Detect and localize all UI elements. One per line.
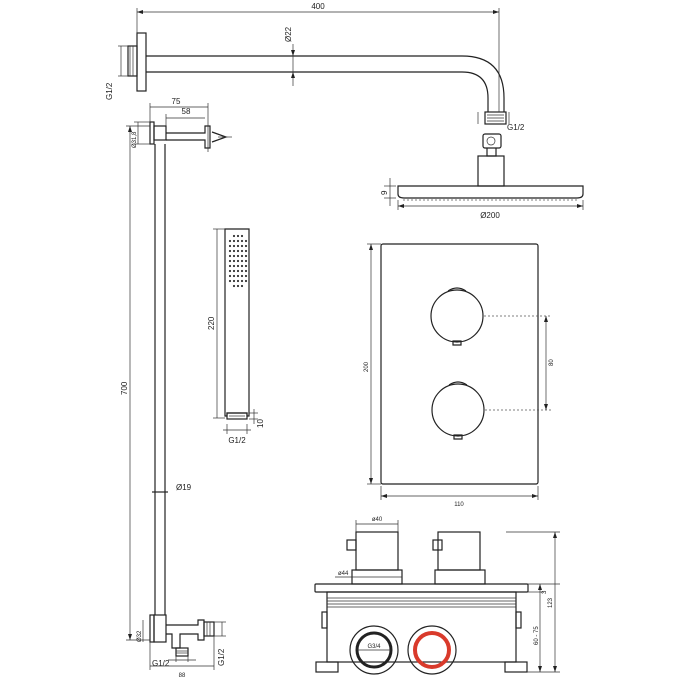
nozzle-dot: [236, 234, 240, 238]
nozzle-dot: [244, 274, 248, 278]
nozzle-dot: [244, 269, 248, 273]
nozzle-dot: [240, 259, 244, 263]
upper-knob: [430, 287, 484, 346]
nozzle-dot: [244, 279, 248, 283]
dim-rail-top-dia: Ø31,8: [132, 131, 138, 148]
nozzle-dot: [244, 264, 248, 268]
swivel-joint: [482, 133, 502, 149]
nozzle-dot: [228, 264, 232, 268]
rain-shower-head: [397, 185, 584, 201]
nozzle-dot: [232, 284, 236, 288]
dim-valve-dia44: ø44: [338, 571, 349, 577]
nozzle-dot: [236, 274, 240, 278]
nozzle-dot: [232, 244, 236, 248]
arm-wall-flange: [136, 32, 147, 92]
dim-plate-height: 200: [364, 361, 370, 372]
dim-valve-inlet: G3/4: [367, 644, 381, 650]
arm-pipe: [146, 55, 505, 112]
nozzle-dot: [240, 284, 244, 288]
dim-bracket-58: 58: [182, 107, 191, 116]
arm-thread-stub: [127, 45, 138, 77]
nozzle-dot: [240, 269, 244, 273]
nozzle-dot: [244, 244, 248, 248]
dim-arm-thread: G1/2: [105, 82, 114, 100]
dim-arm-dia: Ø22: [284, 26, 293, 42]
dim-head-thickness: 9: [380, 190, 389, 195]
lower-knob: [431, 381, 485, 440]
dim-head-dia: Ø200: [480, 211, 500, 220]
dim-knob-spacing: 80: [549, 359, 555, 366]
dim-plate-width: 110: [454, 502, 464, 508]
nozzle-dot: [228, 274, 232, 278]
nozzle-dot: [228, 269, 232, 273]
nozzle-dot: [232, 259, 236, 263]
hand-shower-nozzles: [228, 234, 248, 288]
nozzle-dot: [232, 234, 236, 238]
dim-rail-dia: Ø19: [176, 483, 192, 492]
nozzle-dot: [244, 254, 248, 258]
nozzle-dot: [244, 249, 248, 253]
nozzle-dot: [228, 259, 232, 263]
valve-body: [314, 531, 529, 675]
right-cartridge: [437, 531, 481, 571]
nozzle-dot: [232, 249, 236, 253]
arm-end-thread: [484, 111, 507, 125]
nozzle-dot: [232, 264, 236, 268]
dim-rail-bottom-dia: Ø32: [137, 630, 143, 642]
dim-hand-length: 220: [207, 316, 216, 330]
hand-shower: [224, 228, 250, 420]
slide-rail: [149, 121, 232, 657]
dim-bottom-g12-left: G1/2: [152, 659, 170, 668]
dim-valve-dia40: ø40: [372, 517, 383, 523]
nozzle-dot: [228, 249, 232, 253]
nozzle-dot: [228, 239, 232, 243]
nozzle-dot: [236, 259, 240, 263]
nozzle-dot: [236, 269, 240, 273]
nozzle-dot: [232, 269, 236, 273]
dim-bottom-g12-right: G1/2: [217, 648, 226, 666]
nozzle-dot: [228, 244, 232, 248]
nozzle-dot: [236, 244, 240, 248]
nozzle-dot: [232, 274, 236, 278]
nozzle-dot: [228, 254, 232, 258]
hot-inlet-ring: [413, 631, 451, 669]
nozzle-dot: [240, 254, 244, 258]
nozzle-dot: [232, 239, 236, 243]
nozzle-dot: [236, 279, 240, 283]
nozzle-dot: [228, 279, 232, 283]
dim-arm-length: 400: [311, 2, 325, 11]
dim-valve-depth: 60 - 75: [534, 626, 540, 645]
nozzle-dot: [236, 284, 240, 288]
nozzle-dot: [236, 254, 240, 258]
dim-hand-end: 10: [256, 419, 265, 428]
nozzle-dot: [240, 234, 244, 238]
nozzle-dot: [244, 239, 248, 243]
nozzle-dot: [244, 259, 248, 263]
nozzle-dot: [236, 239, 240, 243]
head-connector: [477, 155, 505, 187]
nozzle-dot: [236, 264, 240, 268]
left-cartridge: [355, 531, 399, 571]
dim-hand-thread: G1/2: [228, 436, 246, 445]
trim-plate: [380, 243, 539, 485]
nozzle-dot: [236, 249, 240, 253]
nozzle-dot: [240, 244, 244, 248]
dim-rail-length: 700: [120, 381, 129, 395]
dim-valve-3: 3: [542, 590, 548, 594]
dim-bracket-75: 75: [172, 97, 181, 106]
nozzle-dot: [240, 279, 244, 283]
wall-arm: [127, 32, 507, 187]
dim-valve-total: 123: [548, 597, 554, 608]
nozzle-dot: [232, 254, 236, 258]
nozzle-dot: [240, 274, 244, 278]
dim-inlet-thread: G1/2: [507, 123, 525, 132]
nozzle-dot: [232, 279, 236, 283]
dim-bottom-88: 88: [179, 673, 186, 679]
nozzle-dot: [240, 239, 244, 243]
nozzle-dot: [240, 264, 244, 268]
nozzle-dot: [240, 249, 244, 253]
